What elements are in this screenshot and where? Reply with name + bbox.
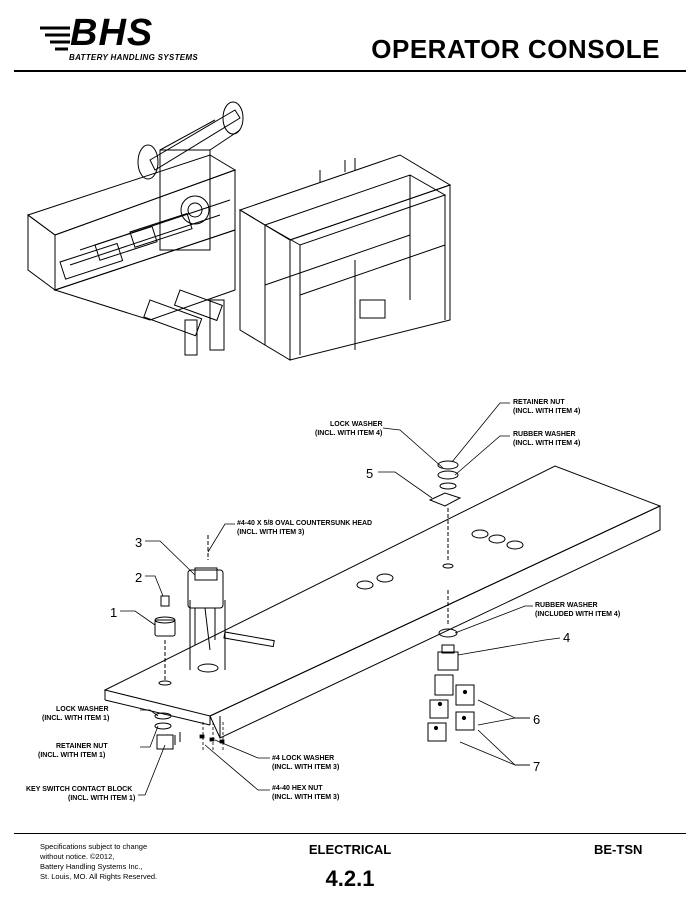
copyright-line: Specifications subject to change (40, 842, 148, 851)
console-plate (103, 465, 662, 739)
callout-lock-washer-top: LOCK WASHER (330, 421, 383, 428)
callout-labels: LOCK WASHER (INCL. WITH ITEM 4) RETAINER… (26, 399, 620, 802)
logo-speed-lines (40, 26, 70, 51)
leader-lines (120, 402, 561, 796)
callout-retainer-nut-top-note: (INCL. WITH ITEM 4) (513, 408, 580, 415)
page-header: BHS BATTERY HANDLING SYSTEMS OPERATOR CO… (0, 0, 700, 72)
machine-assembly-illustration (26, 101, 452, 361)
items-6-7-contact-blocks (427, 674, 475, 742)
section-name: ELECTRICAL (308, 842, 392, 857)
page-title: OPERATOR CONSOLE (371, 34, 660, 64)
item-number-3: 3 (135, 535, 142, 550)
company-logo: BHS (70, 12, 154, 54)
callout-oval-countersunk-head-note: (INCL. WITH ITEM 3) (237, 529, 304, 536)
item-number-2: 2 (135, 570, 142, 585)
item-number-1: 1 (110, 605, 117, 620)
footer-rule (14, 833, 686, 834)
callout-hex-nut-note: (INCL. WITH ITEM 3) (272, 794, 339, 801)
callout-lock-washer-top-note: (INCL. WITH ITEM 4) (315, 430, 382, 437)
callout-key-switch-contact-block-note: (INCL. WITH ITEM 1) (68, 795, 135, 802)
item-numbers: 1 2 3 4 5 6 7 (110, 466, 570, 774)
copyright-line: St. Louis, MO. All Rights Reserved. (40, 872, 158, 881)
header-rule (14, 70, 686, 72)
callout-retainer-nut-left-note: (INCL. WITH ITEM 1) (38, 752, 105, 759)
item-4-5-stack (428, 460, 462, 671)
copyright-note: Specifications subject to change without… (40, 842, 160, 882)
model-code: BE-TSN (594, 842, 643, 857)
callout-retainer-nut-top: RETAINER NUT (513, 399, 565, 406)
section-number: 4.2.1 (325, 866, 375, 891)
item-number-5: 5 (366, 466, 373, 481)
callout-hex-nut: #4-40 HEX NUT (272, 785, 323, 792)
callout-lock-washer-left: LOCK WASHER (56, 706, 109, 713)
callout-rubber-washer-right: RUBBER WASHER (535, 602, 598, 609)
callout-rubber-washer-top-note: (INCL. WITH ITEM 4) (513, 440, 580, 447)
item-3-component (187, 535, 226, 670)
callout-oval-countersunk-head: #4-40 X 5/8 OVAL COUNTERSUNK HEAD (237, 520, 372, 527)
callout-key-switch-contact-block: KEY SWITCH CONTACT BLOCK (26, 786, 132, 793)
callout-retainer-nut-left: RETAINER NUT (56, 743, 108, 750)
callout-rubber-washer-right-note: (INCLUDED WITH ITEM 4) (535, 611, 620, 618)
copyright-line: without notice. ©2012, (40, 852, 115, 861)
item-number-6: 6 (533, 712, 540, 727)
callout-lock-washer-left-note: (INCL. WITH ITEM 1) (42, 715, 109, 722)
item-number-4: 4 (563, 630, 570, 645)
item-1-2-key-switch (154, 595, 181, 750)
item-number-7: 7 (533, 759, 540, 774)
callout-lock-washer-4: #4 LOCK WASHER (272, 755, 334, 762)
copyright-line: Battery Handling Systems Inc., (40, 862, 143, 871)
callout-lock-washer-4-note: (INCL. WITH ITEM 3) (272, 764, 339, 771)
company-logo-subtitle: BATTERY HANDLING SYSTEMS (69, 53, 198, 62)
callout-rubber-washer-top: RUBBER WASHER (513, 431, 576, 438)
